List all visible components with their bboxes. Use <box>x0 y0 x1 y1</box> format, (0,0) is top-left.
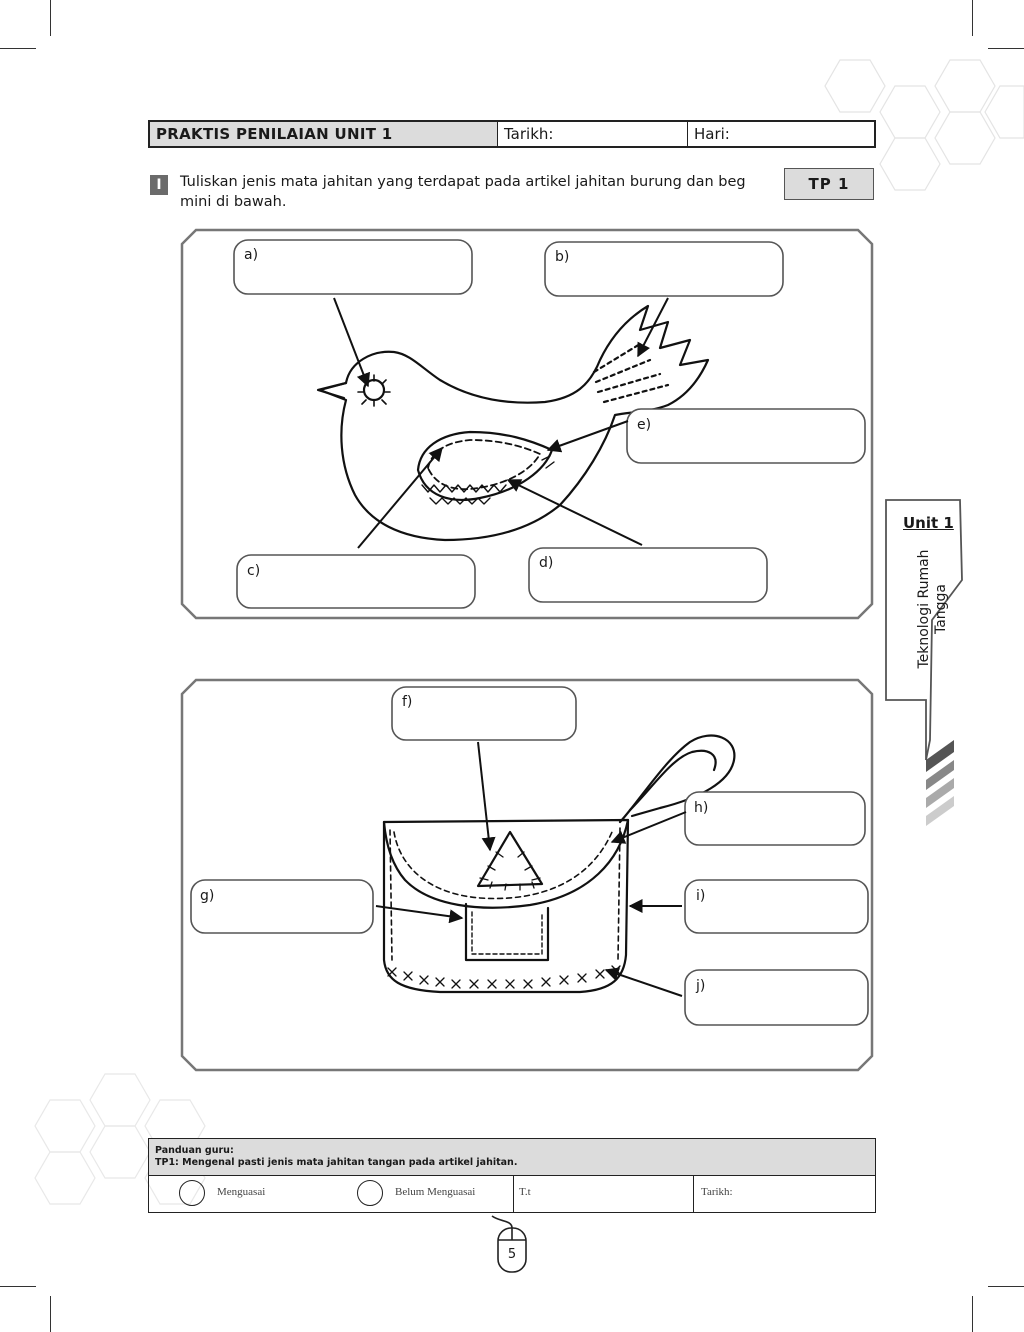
bird-drawing <box>316 304 710 542</box>
signature-field[interactable]: T.t <box>519 1186 531 1198</box>
question-number: I <box>150 175 168 195</box>
crop-mark <box>50 1296 51 1332</box>
label-d[interactable]: d) <box>539 555 554 571</box>
arrow-g <box>375 905 464 924</box>
arrow-j <box>604 967 683 997</box>
question-text: Tuliskan jenis mata jahitan yang terdapa… <box>180 174 746 210</box>
arrow-e <box>546 420 629 453</box>
label-a[interactable]: a) <box>244 247 259 263</box>
label-box-j <box>684 969 869 1026</box>
label-box-e <box>626 408 866 464</box>
header-title: PRAKTIS PENILAIAN UNIT 1 <box>150 122 498 146</box>
day-field[interactable]: Hari: <box>694 125 730 143</box>
teacher-guide-box: Panduan guru: TP1: Mengenal pasti jenis … <box>148 1138 876 1213</box>
not-mastered-checkbox[interactable] <box>357 1180 383 1206</box>
label-box-h <box>684 791 866 846</box>
crop-mark <box>972 1296 973 1332</box>
guide-date-field[interactable]: Tarikh: <box>701 1186 733 1198</box>
guide-title: Panduan guru: <box>155 1145 234 1156</box>
sidebar-tab-frame <box>885 499 963 761</box>
label-b[interactable]: b) <box>555 249 570 265</box>
tp-level-badge: TP 1 <box>784 168 874 200</box>
arrow-b <box>637 297 669 358</box>
bag-panel-frame <box>180 678 874 1072</box>
label-g[interactable]: g) <box>200 888 215 904</box>
label-box-f <box>391 686 577 741</box>
page-number: 5 <box>507 1247 517 1262</box>
label-box-g <box>190 879 374 934</box>
arrow-f <box>477 741 496 852</box>
guide-text: TP1: Mengenal pasti jenis mata jahitan t… <box>155 1157 518 1168</box>
arrow-c <box>357 446 443 549</box>
arrow-d <box>506 479 643 546</box>
label-c[interactable]: c) <box>247 563 261 579</box>
crop-mark <box>988 1286 1024 1287</box>
bag-drawing <box>382 734 736 994</box>
sidebar-unit-label: Unit 1 <box>903 514 954 532</box>
crop-mark <box>972 0 973 36</box>
arrow-h <box>610 811 687 844</box>
sidebar-stripes-decoration <box>926 740 954 826</box>
label-f[interactable]: f) <box>402 694 413 710</box>
mouse-icon <box>491 1215 527 1273</box>
label-i[interactable]: i) <box>696 888 706 904</box>
crop-mark <box>0 1286 36 1287</box>
label-box-i <box>684 879 869 934</box>
label-box-a <box>233 239 473 295</box>
label-e[interactable]: e) <box>637 417 652 433</box>
crop-mark <box>50 0 51 36</box>
mastered-checkbox[interactable] <box>179 1180 205 1206</box>
not-mastered-label: Belum Menguasai <box>395 1186 476 1198</box>
label-j[interactable]: j) <box>696 978 706 994</box>
bird-panel-frame <box>180 228 874 620</box>
arrow-a <box>333 297 370 388</box>
label-box-b <box>544 241 784 297</box>
crop-mark <box>988 48 1024 49</box>
hexagon-pattern-decoration <box>824 59 1024 191</box>
mastered-label: Menguasai <box>217 1186 266 1198</box>
crop-mark <box>0 48 36 49</box>
date-field[interactable]: Tarikh: <box>498 122 688 146</box>
label-box-c <box>236 554 476 609</box>
label-h[interactable]: h) <box>694 800 709 816</box>
assessment-header-table: PRAKTIS PENILAIAN UNIT 1 Tarikh: Hari: <box>148 120 876 148</box>
label-box-d <box>528 547 768 603</box>
sidebar-subject-label: Teknologi Rumah Tangga <box>916 549 949 669</box>
